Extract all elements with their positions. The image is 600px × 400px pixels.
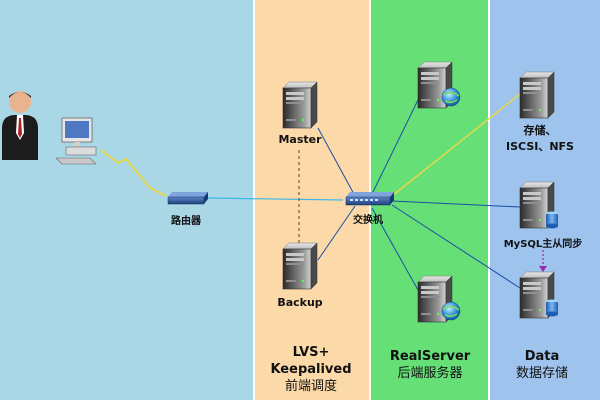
switch-icon: [345, 192, 394, 206]
server-icon: [417, 61, 461, 109]
links: [100, 93, 547, 291]
database-server-icon: [519, 181, 558, 229]
storage-label-line2: ISCSI、NFS: [506, 140, 574, 153]
server-icon: [519, 71, 555, 119]
link-workstation-router: [100, 149, 167, 197]
router-icon: [167, 192, 208, 205]
workstation-icon: [55, 117, 97, 165]
link-switch-realserver-1: [371, 99, 419, 195]
switch-label: 交换机: [353, 215, 383, 226]
zone-realserver-caption: RealServer 后端服务器: [390, 348, 470, 382]
link-switch-storage: [391, 93, 521, 197]
zone-divider: [253, 0, 255, 400]
zone-data-title: Data: [524, 349, 560, 364]
server-icon: [282, 81, 318, 129]
zone-data-caption: Data 数据存储: [516, 348, 568, 382]
mysql-label: MySQL主从同步: [503, 239, 583, 250]
globe-icon: [441, 301, 461, 321]
user-icon: [2, 91, 38, 160]
server-icon: [282, 242, 318, 290]
zone-lvs-caption: LVS+ Keepalived 前端调度: [270, 344, 351, 395]
zone-realserver-subtitle: 后端服务器: [397, 366, 463, 381]
master-label: Master: [278, 133, 322, 146]
zone-realserver-title: RealServer: [389, 349, 471, 364]
database-server-icon: [519, 271, 558, 319]
zone-lvs-subtitle: 前端调度: [284, 379, 338, 394]
zone-client: [0, 0, 253, 400]
link-switch-backup: [317, 205, 356, 261]
globe-icon: [441, 87, 461, 107]
link-switch-master: [317, 127, 356, 197]
link-router-switch: [205, 197, 344, 201]
backup-label: Backup: [277, 296, 323, 309]
zone-lvs-title-1: LVS+: [292, 345, 330, 360]
storage-label-line1: 存储、: [523, 124, 557, 137]
link-switch-realserver-2: [371, 207, 419, 291]
server-icon: [417, 275, 461, 323]
zone-lvs-title-2: Keepalived: [270, 362, 352, 377]
router-label: 路由器: [171, 216, 201, 227]
mysql-sync-arrow: [539, 266, 547, 272]
link-switch-mysql: [391, 200, 521, 208]
zone-data-subtitle: 数据存储: [515, 366, 569, 381]
link-switch-data-3: [391, 204, 521, 289]
zone-divider: [488, 0, 490, 400]
